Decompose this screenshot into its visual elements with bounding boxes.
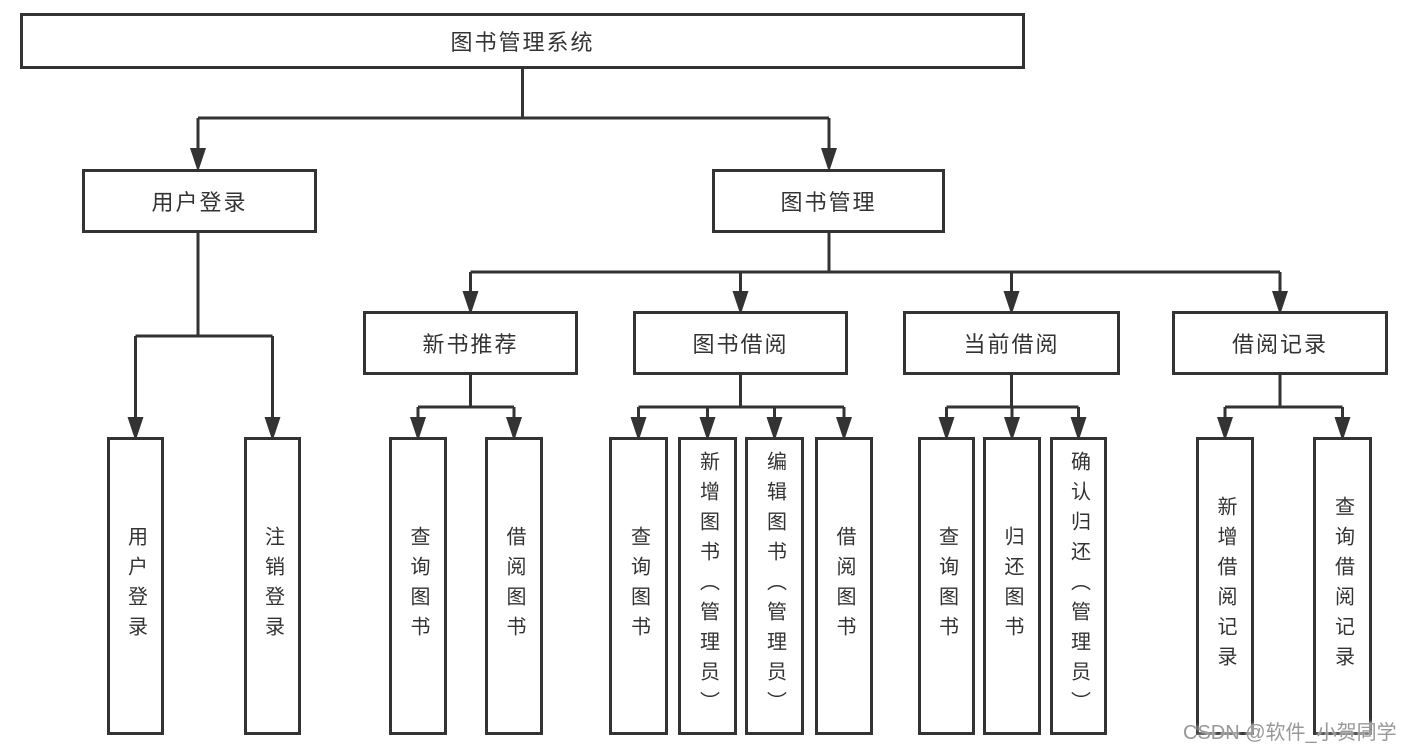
node-leaf-add-borrow-record: 新增借阅记录	[1196, 437, 1254, 735]
node-leaf-add-book-admin: 新增图书（管理员）	[678, 437, 737, 735]
node-leaf-confirm-return-admin: 确认归还（管理员）	[1050, 437, 1107, 735]
node-borrowing-records: 借阅记录	[1172, 311, 1388, 375]
watermark: CSDN @软件_小贺同学	[1183, 722, 1397, 744]
node-label: 查询借阅记录	[1331, 496, 1354, 676]
node-label: 查询图书	[407, 526, 429, 646]
node-user-login: 用户登录	[82, 169, 317, 233]
node-book-borrowing: 图书借阅	[633, 311, 848, 375]
node-current-borrowing: 当前借阅	[903, 311, 1120, 375]
node-label: 新书推荐	[422, 332, 519, 357]
node-label: 新增借阅记录	[1214, 496, 1236, 676]
node-label: 图书借阅	[692, 332, 789, 357]
node-label: 借阅图书	[833, 526, 855, 646]
node-leaf-query-books-recommend: 查询图书	[389, 437, 447, 735]
node-leaf-user-login: 用户登录	[107, 437, 164, 735]
node-leaf-borrow-books-borrowing: 借阅图书	[815, 437, 873, 735]
node-leaf-logout: 注销登录	[244, 437, 301, 735]
node-label: 新增图书（管理员）	[696, 451, 719, 721]
node-label: 用户登录	[124, 526, 147, 646]
node-library-management-system: 图书管理系统	[20, 13, 1025, 69]
node-leaf-borrow-books-recommend: 借阅图书	[485, 437, 543, 735]
node-label: 当前借阅	[963, 332, 1060, 357]
node-label: 图书管理系统	[450, 30, 595, 55]
node-label: 归还图书	[1001, 526, 1023, 646]
node-label: 编辑图书（管理员）	[763, 451, 786, 721]
node-book-management: 图书管理	[712, 169, 945, 233]
node-label: 借阅记录	[1231, 332, 1328, 357]
node-leaf-edit-book-admin: 编辑图书（管理员）	[745, 437, 804, 735]
node-leaf-query-books-current: 查询图书	[918, 437, 975, 735]
node-label: 借阅图书	[503, 526, 525, 646]
node-new-book-recommend: 新书推荐	[363, 311, 578, 375]
node-label: 图书管理	[780, 190, 877, 215]
node-leaf-query-borrow-record: 查询借阅记录	[1313, 437, 1372, 735]
node-leaf-return-book: 归还图书	[983, 437, 1041, 735]
node-label: 用户登录	[151, 190, 248, 215]
node-leaf-query-books-borrowing: 查询图书	[609, 437, 668, 735]
node-label: 查询图书	[935, 526, 958, 646]
node-label: 注销登录	[261, 526, 284, 646]
node-label: 确认归还（管理员）	[1067, 451, 1090, 721]
node-label: 查询图书	[627, 526, 650, 646]
